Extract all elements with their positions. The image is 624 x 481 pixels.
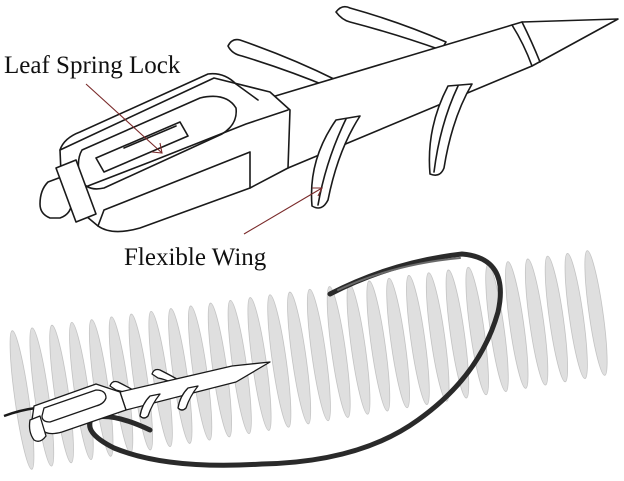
helix-turn: [505, 261, 529, 389]
leaf-spring-lock-label: Leaf Spring Lock: [4, 52, 181, 79]
flexible-wing-arrowhead: [312, 187, 323, 197]
lower-wing-left: [310, 115, 361, 209]
tip-seam: [511, 24, 533, 67]
helix-turn: [544, 255, 569, 383]
rear-nub-block: [55, 159, 97, 223]
shaft-seam: [521, 21, 541, 63]
device-drawing: [39, 5, 619, 233]
hook-wire-highlight: [337, 257, 461, 291]
helix-turn: [584, 250, 608, 376]
helix-turn: [564, 253, 588, 379]
rear-top-wing: [335, 5, 447, 51]
helix-turn: [524, 258, 549, 386]
small-nub: [28, 415, 47, 442]
flexible-wing-label: Flexible Wing: [124, 244, 267, 271]
lower-wing-right-edge: [433, 85, 459, 173]
lower-wing-left-edge: [317, 118, 347, 206]
clevis-top-face: [59, 72, 259, 151]
leaf-spring-pointer: [85, 83, 163, 154]
front-top-wing: [227, 38, 337, 89]
clevis-side-face: [61, 109, 289, 197]
hook-wire-stroke: [87, 251, 503, 468]
flexible-wing-pointer: [243, 187, 323, 235]
helix-turn: [326, 286, 351, 418]
clevis-bottom-edge: [97, 151, 251, 227]
helix-turn: [406, 275, 430, 405]
hook-wire: [87, 251, 503, 468]
small-wing-low-2: [177, 385, 199, 411]
helix-turn: [306, 288, 331, 422]
leaf-spring-groove: [123, 125, 177, 149]
helix-turn: [465, 266, 489, 396]
helix-turn: [267, 294, 292, 428]
small-wing-low-1: [139, 393, 161, 419]
helix-turn: [445, 269, 470, 399]
helix-turn: [287, 291, 312, 425]
callout-pointers: [85, 83, 323, 235]
helix-turn: [366, 280, 391, 412]
leaf-spring: [95, 121, 189, 173]
leaf-spring-arrowhead: [151, 142, 163, 154]
helix-turn: [9, 330, 35, 470]
lower-wing-right: [428, 83, 473, 176]
helix-turn: [425, 272, 450, 402]
small-clevis-slot: [41, 389, 107, 423]
helix-turn: [386, 277, 410, 409]
small-device: [3, 361, 271, 442]
